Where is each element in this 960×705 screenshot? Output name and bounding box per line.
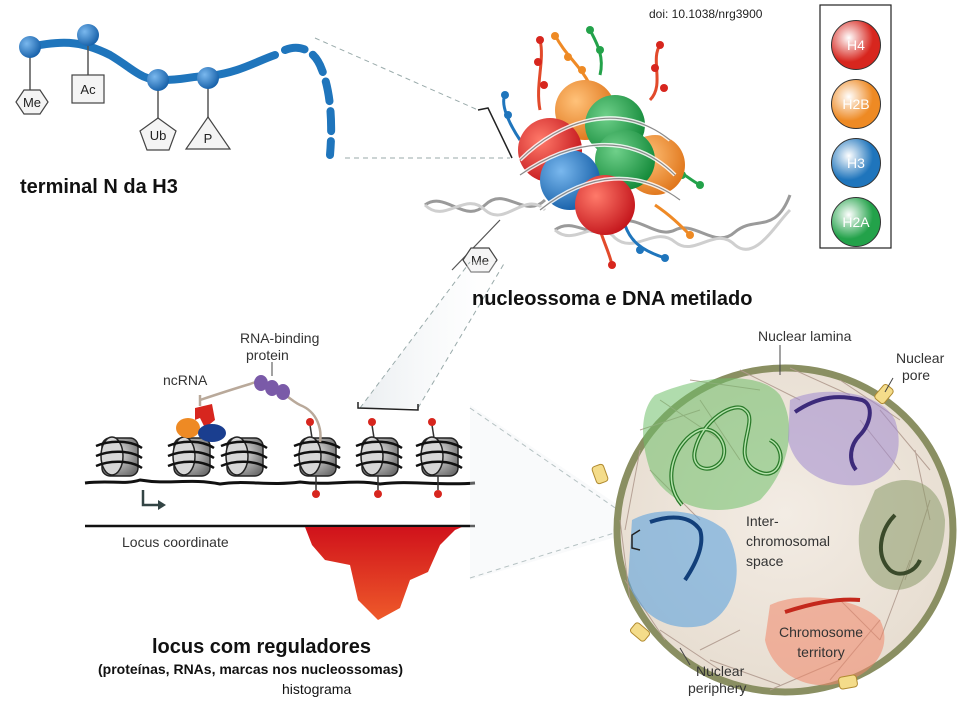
rbp-label-line1: RNA-binding [240, 330, 320, 346]
legend-item-h4: H4 [831, 20, 881, 70]
locus-nucleosome [95, 436, 143, 477]
regulator-protein-red [195, 404, 215, 428]
rna-binding-protein [265, 380, 279, 396]
legend-item-label: H2B [842, 96, 870, 112]
histone-mark-dot [368, 418, 376, 426]
locus-title: locus com reguladores [152, 636, 371, 658]
histone-h4-sphere [575, 175, 635, 235]
nuclear-periphery-line2: periphery [688, 680, 747, 696]
nucleosome-diagram: Me [423, 26, 792, 273]
territory-blue [628, 511, 737, 628]
interchromosomal-line2: chromosomal [746, 533, 831, 549]
chromosome-green [670, 406, 782, 506]
legend-item-label: H2A [842, 214, 870, 230]
chromosome-purple [793, 395, 872, 472]
locus-nucleosome [293, 418, 341, 498]
interchromosomal-line1: Inter- [746, 513, 779, 529]
nuclear-pore [874, 383, 894, 405]
regulator-histogram [305, 527, 462, 620]
h3-tail-title: terminal N da H3 [20, 176, 178, 198]
rbp-label-line2: protein [246, 347, 289, 363]
locus-nucleosome [355, 418, 403, 498]
tss-arrow-icon [141, 490, 160, 507]
histone-mark-dot [374, 490, 382, 498]
phospho-mark-triangle [184, 115, 232, 150]
chromatin-fiber [84, 478, 476, 486]
nuclear-periphery-line1: Nuclear [696, 663, 745, 679]
rna-binding-protein [276, 384, 290, 400]
locus-diagram [84, 362, 476, 620]
territory-olive [858, 480, 945, 590]
legend-item-label: H3 [847, 155, 865, 171]
interchromosomal-line3: space [746, 553, 784, 569]
legend-item-h2a: H2A [831, 197, 881, 247]
acetyl-mark-label: Ac [80, 82, 96, 97]
locus-coordinate-label: Locus coordinate [122, 534, 229, 550]
residue-bead [197, 67, 219, 89]
territory-label: Chromosome territory [779, 622, 863, 662]
nuclear-pore [591, 463, 609, 485]
locus-subtitle: (proteínas, RNAs, marcas nos nucleossoma… [98, 661, 403, 677]
regulator-protein-blue [198, 424, 226, 442]
residue-bead [147, 69, 169, 91]
methyl-mark-hexagon [15, 89, 49, 115]
nuclear-pore [838, 674, 858, 690]
residue-bead [19, 36, 41, 58]
histone-mark-dot [306, 418, 314, 426]
territory-green [643, 378, 790, 510]
chromosome-blue [649, 515, 704, 582]
zoom-cone [360, 262, 505, 408]
h3-tail-diagram: Me Ac Ub P [15, 24, 336, 159]
legend-item-h3: H3 [831, 138, 881, 188]
residue-bead [77, 24, 99, 46]
histone-mark-dot [428, 418, 436, 426]
chromosome-salmon [784, 597, 861, 614]
doi-label: doi: 10.1038/nrg3900 [649, 7, 763, 21]
legend-item-label: H4 [847, 37, 865, 53]
rbp-label: RNA-binding protein [240, 330, 319, 364]
nucleus-diagram [591, 345, 957, 696]
nuclear-pore-label: Nuclear pore [896, 350, 944, 384]
histone-mark-dot [312, 490, 320, 498]
regulator-protein-orange [176, 418, 200, 438]
histone-mark-dot [434, 490, 442, 498]
nucleosome-title: nucleossoma e DNA metilado [472, 288, 753, 310]
nuclear-pore-label-line1: Nuclear [896, 350, 945, 366]
territory-line2: territory [797, 644, 845, 660]
locus-nucleosome [220, 436, 268, 477]
locus-caption: histograma [282, 681, 352, 697]
chromosome-olive [878, 513, 922, 576]
interchromosomal-label: Inter- chromosomal space [746, 511, 830, 571]
h3-tail-dashed-continuation [281, 43, 336, 159]
acetyl-mark-square [71, 74, 105, 104]
locus-nucleosome [415, 418, 463, 498]
territory-salmon [765, 597, 885, 686]
nuclear-lamina-label: Nuclear lamina [758, 328, 852, 344]
legend-item-h2b: H2B [831, 79, 881, 129]
locus-nucleosome [167, 436, 215, 477]
ubiquitin-mark-label: Ub [150, 128, 167, 143]
nuclear-pore-label-line2: pore [902, 367, 931, 383]
ubiquitin-mark-pentagon [139, 117, 177, 151]
nuclear-periphery-label: Nuclear periphery [688, 663, 746, 697]
methyl-mark-label: Me [23, 95, 41, 110]
nuclear-pore [629, 622, 651, 642]
territory-line1: Chromosome [779, 624, 864, 640]
rna-binding-protein [254, 375, 268, 391]
phospho-mark-label: P [204, 131, 213, 146]
ncrna-label: ncRNA [163, 372, 208, 388]
